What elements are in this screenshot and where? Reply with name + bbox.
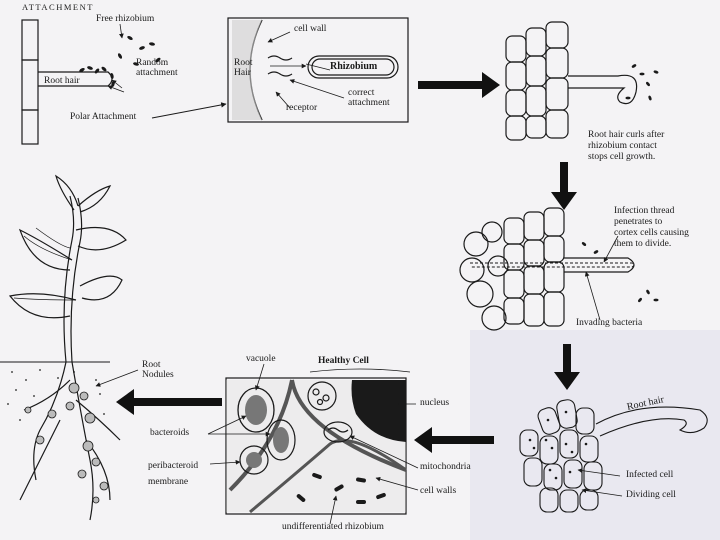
infected-cell-label: Infected cell [626, 470, 674, 480]
correct-attachment-label: correct attachment [348, 88, 390, 108]
attachment-title: ATTACHMENT [22, 2, 94, 12]
vacuole-label: vacuole [246, 354, 276, 364]
arrow-to-infection [551, 162, 577, 210]
bacteroids-label: bacteroids [150, 428, 190, 438]
panel-attachment [21, 19, 227, 145]
nucleus-label: nucleus [420, 398, 450, 408]
panel-plant [0, 174, 139, 521]
mitochondria-label: mitochondria [420, 462, 471, 472]
panel-correct-attachment [227, 17, 409, 123]
infection-caption: Infection thread penetrates to cortex ce… [614, 206, 689, 249]
polar-attachment-label: Polar Attachment [70, 112, 137, 122]
arrow-to-plant [116, 389, 222, 415]
root-hair-label: Root hair [44, 76, 80, 86]
panel-healthy-cell [207, 363, 419, 525]
panel-curl [505, 21, 659, 141]
healthy-cell-title: Healthy Cell [318, 356, 369, 366]
arrow-to-curl [418, 72, 500, 98]
root-nodules-label: Root Nodules [142, 360, 174, 380]
curl-caption: Root hair curls after rhizobium contact … [588, 130, 665, 162]
rhizobium-label: Rhizobium [330, 61, 378, 72]
arrow-to-nodule-formation [554, 344, 580, 390]
root-hair-closeup-label: Root Hair [234, 58, 253, 78]
panel-infection [459, 207, 659, 331]
invading-bacteria-label: Invading bacteria [576, 318, 643, 328]
free-rhizobium-label: Free rhizobium [96, 14, 155, 24]
undifferentiated-rhizobium-label: undifferentiated rhizobium [282, 522, 384, 532]
cell-walls-label: cell walls [420, 486, 457, 496]
receptor-label: receptor [286, 103, 318, 113]
dividing-cell-label: Dividing cell [626, 490, 676, 500]
cell-wall-label: cell wall [294, 24, 327, 34]
peribacteroid-membrane-label: peribacteroid membrane [148, 461, 199, 487]
panel-dividing-cells [519, 399, 708, 513]
random-attachment-label: Random attachment [136, 58, 178, 78]
arrow-to-healthy-cell [414, 427, 494, 453]
